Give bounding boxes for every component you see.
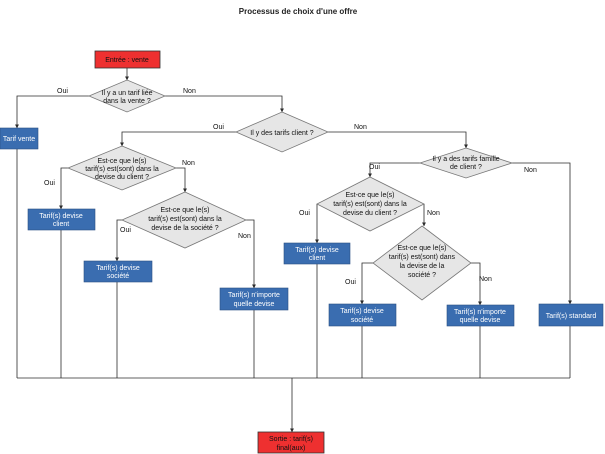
diagram-title: Processus de choix d'une offre	[239, 7, 358, 16]
end-node-line-2: final(aux)	[277, 445, 306, 452]
label-d1-oui: Oui	[57, 88, 68, 95]
decision-devise-societe-left-line-2: tarif(s) est(sont) dans la	[148, 216, 222, 223]
label-d5-oui: Oui	[299, 210, 310, 217]
edge-famille-non	[512, 162, 572, 305]
edge-d6-oui	[360, 262, 373, 305]
decision-devise-societe-right-line-3: la devise de la	[400, 263, 445, 270]
decision-devise-client-right-line-2: tarif(s) est(sont) dans la	[333, 201, 407, 208]
edges	[15, 68, 572, 433]
box-tarifs-devise-client-left: Tarif(s) devise client	[27, 208, 96, 231]
edge-d4-oui	[115, 219, 122, 262]
end-node-line-1: Sortie : tarif(s)	[269, 436, 313, 443]
decision-devise-client-right-line-1: Est-ce que le(s)	[345, 192, 394, 199]
label-d4-non: Non	[238, 233, 251, 240]
edge-labels: Oui Non Oui Non Oui Non Oui Non Oui Non …	[44, 88, 537, 286]
label-d4-oui: Oui	[120, 227, 131, 234]
decision-tarif-lie: Il y a un tarif liée dans la vente ?	[87, 79, 167, 113]
label-d6-oui: Oui	[345, 279, 356, 286]
box-tarif-standard: Tarif(s) standard	[538, 303, 604, 327]
box-tarifs-devise-societe-right-line-2: société	[351, 317, 373, 324]
edge-d3-non	[176, 167, 187, 193]
decision-devise-societe-right-line-1: Est-ce que le(s)	[397, 245, 446, 252]
box-tarifs-devise-societe-right-line-1: Tarif(s) devise	[340, 308, 384, 315]
box-tarifs-devise-client-right-line-2: client	[309, 255, 325, 262]
box-tarifs-devise-societe-left-line-2: société	[107, 273, 129, 280]
decision-tarifs-client-label: Il y des tarifs client ?	[250, 130, 314, 137]
edge-d1-non	[165, 95, 284, 113]
start-node-label: Entrée : vente	[105, 57, 149, 64]
end-node: Sortie : tarif(s) final(aux)	[257, 431, 325, 454]
box-tarifs-nimporte-right: Tarif(s) n'importe quelle devise	[446, 304, 515, 327]
box-tarifs-devise-client-left-line-1: Tarif(s) devise	[39, 213, 83, 220]
edge-famille-oui	[368, 162, 420, 178]
decision-devise-societe-right-line-4: société ?	[408, 272, 436, 279]
label-d1-non: Non	[183, 88, 196, 95]
box-tarif-standard-label: Tarif(s) standard	[546, 313, 597, 320]
edge-d1-oui	[15, 95, 89, 129]
decision-devise-societe-left: Est-ce que le(s) tarif(s) est(sont) dans…	[121, 191, 247, 249]
label-d3-non: Non	[182, 160, 195, 167]
decision-tarifs-famille: Il y a des tarifs famille de client ?	[418, 147, 514, 179]
box-tarifs-nimporte-left: Tarif(s) n'importe quelle devise	[219, 287, 289, 311]
decision-tarif-lie-line-2: dans la vente ?	[103, 98, 151, 105]
decision-devise-client-left: Est-ce que le(s) tarif(s) est(sont) dans…	[66, 145, 178, 191]
decision-devise-societe-right: Est-ce que le(s) tarif(s) est(sont) dans…	[372, 225, 472, 301]
box-tarifs-nimporte-left-line-2: quelle devise	[234, 301, 275, 308]
label-d2-non: Non	[354, 124, 367, 131]
box-tarif-vente: Tarif vente	[0, 127, 39, 150]
decision-tarifs-client: Il y des tarifs client ?	[234, 111, 330, 153]
decision-tarifs-famille-line-1: Il y a des tarifs famille	[432, 156, 499, 163]
decision-devise-societe-left-line-1: Est-ce que le(s)	[160, 207, 209, 214]
decision-devise-societe-right-line-2: tarif(s) est(sont) dans	[389, 254, 456, 261]
box-tarifs-nimporte-right-line-2: quelle devise	[460, 317, 501, 324]
box-tarifs-devise-societe-left-line-1: Tarif(s) devise	[96, 265, 140, 272]
decision-devise-client-left-line-2: tarif(s) est(sont) dans la	[85, 166, 159, 173]
decision-devise-client-left-line-3: devise du client ?	[95, 174, 149, 181]
box-tarif-vente-label: Tarif vente	[3, 136, 35, 143]
label-d2-oui: Oui	[213, 124, 224, 131]
box-tarifs-devise-societe-right: Tarif(s) devise société	[328, 303, 397, 327]
edge-d3-oui	[59, 167, 68, 210]
decision-devise-client-left-line-1: Est-ce que le(s)	[97, 158, 146, 165]
box-tarifs-devise-client-right-line-1: Tarif(s) devise	[295, 247, 339, 254]
decision-devise-client-right: Est-ce que le(s) tarif(s) est(sont) dans…	[316, 176, 425, 232]
decision-devise-client-right-line-3: devise du client ?	[343, 210, 397, 217]
box-tarifs-devise-societe-left: Tarif(s) devise société	[83, 260, 153, 283]
label-d5-non: Non	[427, 210, 440, 217]
label-famille-oui: Oui	[369, 164, 380, 171]
decision-devise-societe-left-line-3: devise de la société ?	[151, 225, 218, 232]
box-tarifs-devise-client-left-line-2: client	[53, 221, 69, 228]
edge-d2-non	[328, 131, 468, 149]
box-tarifs-nimporte-left-line-1: Tarif(s) n'importe	[228, 292, 280, 299]
decision-tarifs-famille-line-2: de client ?	[450, 164, 482, 171]
box-tarifs-nimporte-right-line-1: Tarif(s) n'importe	[454, 309, 506, 316]
edge-d6-non	[471, 262, 482, 306]
label-famille-non: Non	[524, 167, 537, 174]
box-tarifs-devise-client-right: Tarif(s) devise client	[283, 242, 351, 265]
label-d6-non: Non	[479, 276, 492, 283]
edge-d4-non	[246, 219, 256, 289]
start-node: Entrée : vente	[94, 50, 161, 69]
decision-tarif-lie-line-1: Il y a un tarif liée	[102, 90, 153, 97]
edge-d2-oui	[120, 131, 236, 147]
label-d3-oui: Oui	[44, 180, 55, 187]
